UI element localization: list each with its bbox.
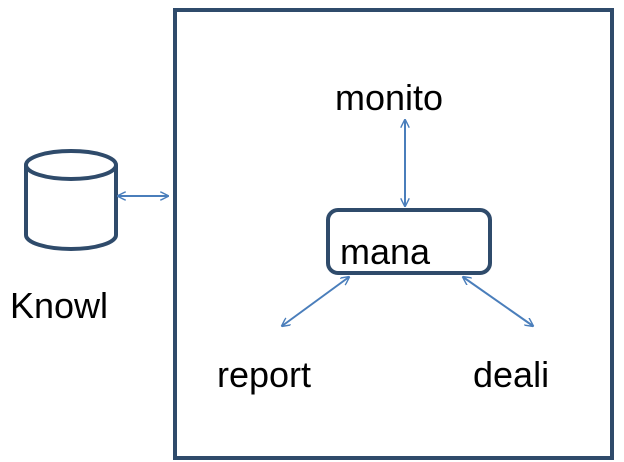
arrow-manager-reporter <box>282 277 349 326</box>
system-boundary <box>173 8 614 460</box>
database-cylinder-icon <box>24 149 118 251</box>
monitor-label: monito <box>335 77 444 118</box>
manager-label: mana <box>340 231 431 272</box>
reporter-label: report <box>217 354 312 395</box>
arrow-manager-dealer <box>463 277 533 326</box>
dealer-label: deali <box>473 354 550 395</box>
manager-box <box>326 208 492 275</box>
knowledge-label: Knowl <box>10 285 109 326</box>
